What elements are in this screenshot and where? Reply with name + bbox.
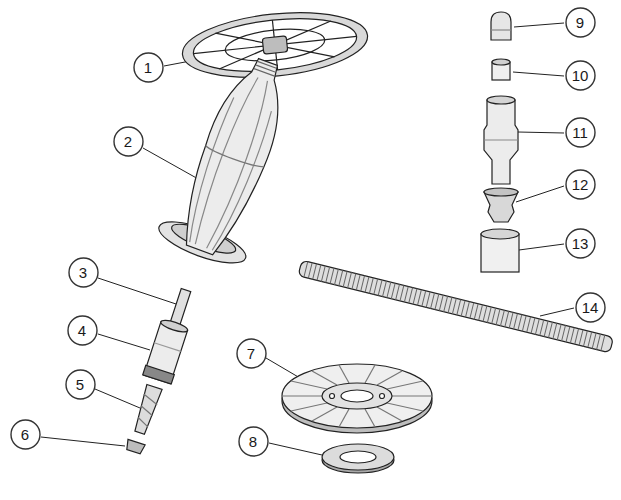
callout-circle: 2 — [113, 126, 144, 157]
callout-number: 3 — [79, 265, 87, 280]
callout-circle: 5 — [65, 369, 96, 400]
callout-circle: 8 — [238, 426, 269, 457]
callout-number: 10 — [572, 68, 589, 83]
callout-outline — [566, 229, 595, 258]
callout-circle: 11 — [565, 117, 596, 148]
callout-outline — [566, 61, 595, 90]
callout-circle: 4 — [67, 315, 98, 346]
callout-number: 13 — [572, 236, 589, 251]
callout-number: 11 — [572, 125, 588, 140]
callout-outline — [66, 370, 95, 399]
callout-circle: 6 — [10, 419, 41, 450]
callout-outline — [566, 118, 595, 147]
callout-circle: 14 — [575, 292, 606, 323]
callout-number: 6 — [21, 427, 29, 442]
callout-number: 14 — [582, 300, 599, 315]
callout-outline — [237, 339, 266, 368]
callout-circle: 12 — [565, 169, 596, 200]
callout-circle: 10 — [565, 60, 596, 91]
callout-outline — [239, 427, 268, 456]
callout-outline — [134, 53, 163, 82]
leader-lines — [41, 23, 574, 455]
callout-number: 5 — [76, 377, 84, 392]
callout-circle: 9 — [565, 7, 596, 38]
callout-circle: 3 — [68, 257, 99, 288]
callout-number: 8 — [249, 434, 257, 449]
callout-number: 1 — [144, 60, 152, 75]
callout-outline — [566, 170, 595, 199]
callout-number: 12 — [572, 177, 589, 192]
callout-circle: 1 — [133, 52, 164, 83]
callout-outline — [114, 127, 143, 156]
callout-circle: 7 — [236, 338, 267, 369]
valve-parts — [481, 12, 519, 272]
callout-outline — [566, 8, 595, 37]
hose — [298, 260, 613, 353]
callout-outline — [68, 316, 97, 345]
callout-outline — [576, 293, 605, 322]
callout-circle: 13 — [565, 228, 596, 259]
foot-pad — [282, 364, 432, 433]
callout-outline — [11, 420, 40, 449]
callout-outline — [69, 258, 98, 287]
callout-number: 4 — [78, 323, 86, 338]
callout-number: 9 — [576, 15, 584, 30]
callout-number: 2 — [124, 134, 132, 149]
callout-number: 7 — [247, 346, 255, 361]
lower-assembly — [119, 285, 200, 456]
ring — [322, 444, 394, 473]
cleaner-body — [154, 46, 311, 271]
